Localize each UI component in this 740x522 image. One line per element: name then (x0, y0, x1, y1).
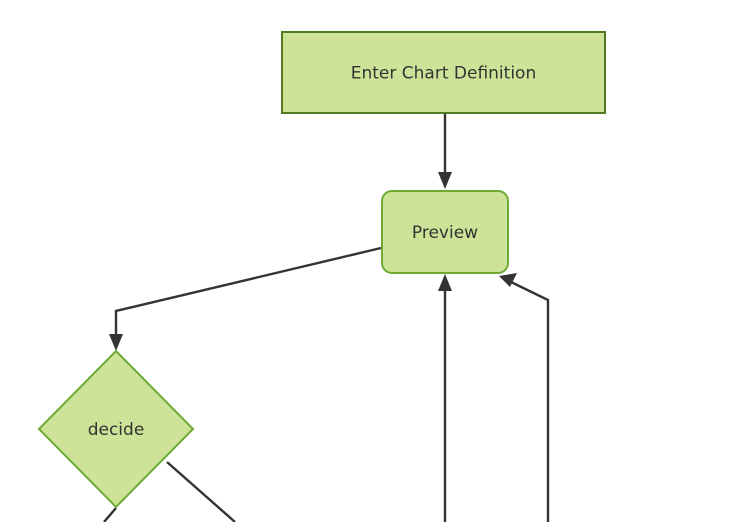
node-preview[interactable]: Preview (381, 190, 509, 274)
node-shape-rectangle (281, 31, 606, 114)
arrowhead-up-left-icon (499, 273, 517, 287)
node-shape-diamond (37, 349, 195, 509)
edge-return-right-to-preview (499, 273, 550, 522)
node-decide[interactable]: decide (37, 349, 195, 509)
edge-line (103, 507, 117, 522)
node-enter-chart-definition[interactable]: Enter Chart Definition (281, 31, 606, 114)
edge-line (510, 280, 550, 522)
edge-line (166, 461, 236, 522)
edge-line (114, 246, 382, 338)
arrowhead-up-icon (438, 274, 452, 291)
arrowhead-down-icon (109, 334, 123, 351)
edge-return-center-to-preview (438, 274, 452, 522)
edge-decide-to-offscreen-left (103, 507, 117, 522)
edge-enter-to-preview (438, 114, 452, 189)
node-shape-rounded-rectangle (381, 190, 509, 274)
edge-preview-to-decide (109, 246, 382, 351)
edge-decide-to-offscreen-right (166, 461, 236, 522)
arrowhead-down-icon (438, 172, 452, 189)
